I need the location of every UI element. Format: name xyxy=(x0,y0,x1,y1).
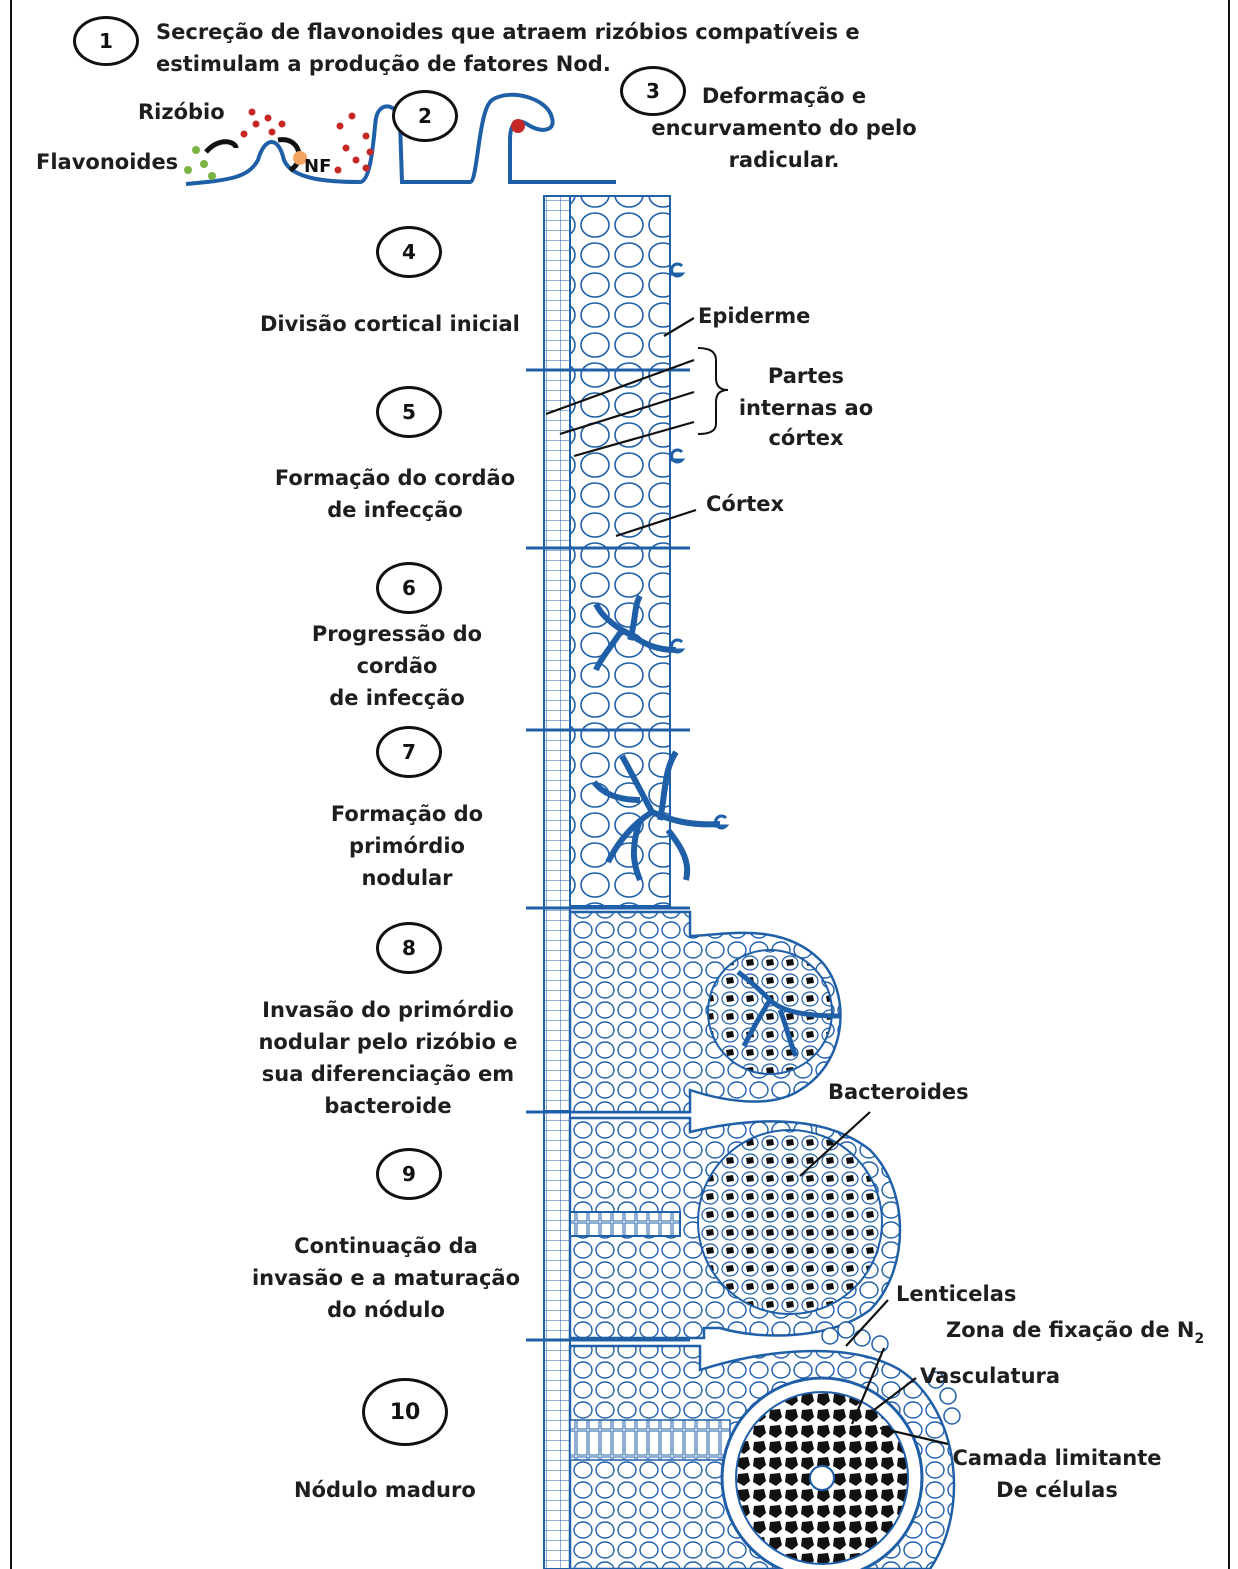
zona-fixacao-subscript: 2 xyxy=(1194,1331,1204,1347)
step-8-circle: 8 xyxy=(376,922,442,974)
zona-fixacao-label: Zona de fixação de N2 xyxy=(946,1314,1204,1349)
rhizobium-dot-3 xyxy=(279,121,286,128)
rhizobium-dot-8 xyxy=(363,133,370,140)
step-6-text-line-2: cordão xyxy=(262,650,532,682)
step-3-text-line-2: encurvamento do pelo xyxy=(634,112,934,144)
epiderme-label: Epiderme xyxy=(698,300,810,332)
partes-label-line-1: Partes xyxy=(728,360,884,392)
rhizobium-dot-11 xyxy=(335,167,342,174)
inner-grid-column xyxy=(544,196,570,1569)
step-6-text-line-1: Progressão do xyxy=(262,618,532,650)
rhizobium-arc-left xyxy=(206,142,236,152)
rhizobium-dot-5 xyxy=(269,129,276,136)
flavonoid-dot-3 xyxy=(208,172,216,180)
step-7-text-line-3: nodular xyxy=(272,862,542,894)
rhizobium-dot-1 xyxy=(253,121,260,128)
rhizobium-in-curl xyxy=(511,119,525,133)
cortex-bracket xyxy=(698,348,728,434)
step-5-number: 5 xyxy=(402,400,416,424)
step-10-circle: 10 xyxy=(362,1378,448,1446)
step-1-text-line-1: Secreção de flavonoides que atraem rizób… xyxy=(156,16,860,48)
step-8-text-line-3: sua diferenciação em xyxy=(238,1058,538,1090)
vascular-bundle-10 xyxy=(570,1420,730,1460)
rhizobium-dot-7 xyxy=(349,113,356,120)
camada-label-line-1: Camada limitante xyxy=(950,1442,1164,1474)
step-8-text-line-4: bacteroide xyxy=(238,1090,538,1122)
rizobio-label: Rizóbio xyxy=(138,96,225,128)
camada-label-line-2: De células xyxy=(950,1474,1164,1506)
lenticel-cell-2 xyxy=(854,1330,870,1346)
flavonoid-dot-0 xyxy=(192,146,200,154)
flavonoid-dot-2 xyxy=(184,166,192,174)
partes-label-line-3: córtex xyxy=(728,422,884,454)
side-hair-0 xyxy=(670,264,682,276)
step-9-text-line-2: invasão e a maturação xyxy=(236,1262,536,1294)
rhizobium-dot-10 xyxy=(353,157,360,164)
nodule-core xyxy=(810,1466,834,1490)
step-5-circle: 5 xyxy=(376,386,442,438)
lenticel-cell-3 xyxy=(872,1336,888,1352)
step-6-circle: 6 xyxy=(376,562,442,614)
step-9-text-line-1: Continuação da xyxy=(236,1230,536,1262)
step-9-circle: 9 xyxy=(376,1148,442,1200)
rhizobium-dot-2 xyxy=(265,115,272,122)
step-4-text: Divisão cortical inicial xyxy=(260,308,520,340)
rhizobium-dot-12 xyxy=(367,149,374,156)
flavonoides-label: Flavonoides xyxy=(36,146,178,178)
step-5-text-line-2: de infecção xyxy=(250,494,540,526)
step-3-text-line-1: Deformação e xyxy=(634,80,934,112)
partes-label-line-2: internas ao xyxy=(728,392,884,424)
rhizobium-dot-9 xyxy=(343,145,350,152)
step-4-circle: 4 xyxy=(376,226,442,278)
bacteroid-zone-9 xyxy=(698,1130,882,1314)
rhizobium-dot-0 xyxy=(241,131,248,138)
bacteroides-label: Bacteroides xyxy=(828,1076,969,1108)
step-5-text-line-1: Formação do cordão xyxy=(250,462,540,494)
step-8-number: 8 xyxy=(402,936,416,960)
step-7-circle: 7 xyxy=(376,726,442,778)
step-10-number: 10 xyxy=(390,1400,421,1425)
cortex-label: Córtex xyxy=(706,488,784,520)
step-7-number: 7 xyxy=(402,740,416,764)
rhizobium-dot-13 xyxy=(363,165,370,172)
vascular-strand-9 xyxy=(570,1212,680,1236)
rhizobium-dot-6 xyxy=(337,123,344,130)
step-3-text-line-3: radicular. xyxy=(634,144,934,176)
step-8-text-line-2: nodular pelo rizóbio e xyxy=(238,1026,538,1058)
bacteroid-zone-8 xyxy=(708,950,832,1074)
step-6-text-line-3: de infecção xyxy=(262,682,532,714)
vasculatura-label: Vasculatura xyxy=(920,1360,1060,1392)
step-4-number: 4 xyxy=(402,240,416,264)
step-6-number: 6 xyxy=(402,576,416,600)
step-10-text: Nódulo maduro xyxy=(294,1474,476,1506)
nf-label: NF xyxy=(304,156,331,177)
step-9-number: 9 xyxy=(402,1162,416,1186)
step-7-text-line-1: Formação do xyxy=(272,798,542,830)
lenticel-cell-0 xyxy=(822,1328,838,1344)
step-7-text-line-2: primórdio xyxy=(272,830,542,862)
zona-fixacao-text: Zona de fixação de N xyxy=(946,1318,1194,1342)
lenticel-cell-6 xyxy=(944,1408,960,1424)
step-2-number: 2 xyxy=(418,104,432,128)
flavonoid-dot-1 xyxy=(200,160,208,168)
step-9-text-line-3: do nódulo xyxy=(236,1294,536,1326)
step-1-number: 1 xyxy=(99,29,113,53)
lenticel-cell-1 xyxy=(838,1322,854,1338)
step-2-circle: 2 xyxy=(392,90,458,142)
rhizobium-dot-4 xyxy=(249,109,256,116)
lenticelas-label: Lenticelas xyxy=(896,1278,1016,1310)
side-hair-1 xyxy=(670,450,682,462)
step-8-text-line-1: Invasão do primórdio xyxy=(238,994,538,1026)
step-1-circle: 1 xyxy=(73,16,139,66)
step-1-text-line-2: estimulam a produção de fatores Nod. xyxy=(156,48,611,80)
